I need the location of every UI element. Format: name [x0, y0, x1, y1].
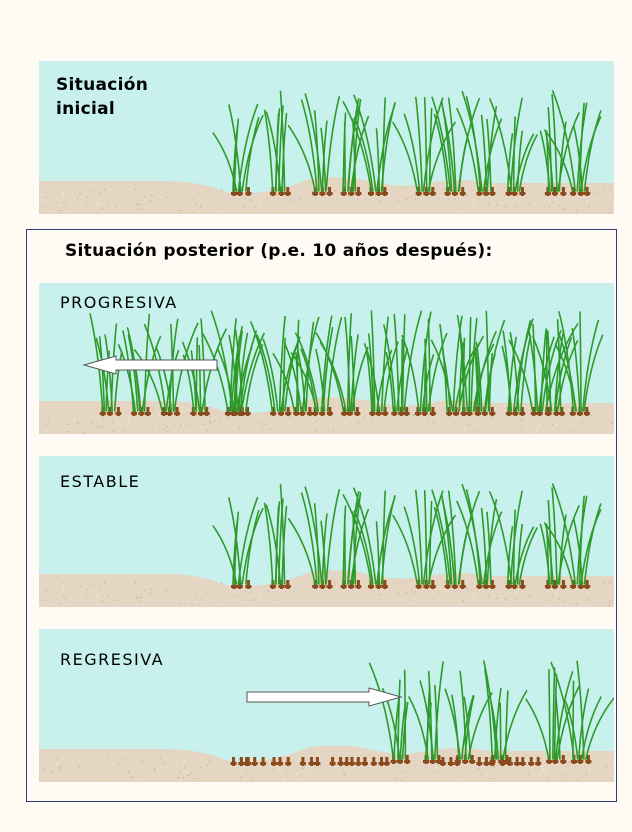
sand-ground — [39, 745, 614, 782]
grass-tuft — [551, 661, 614, 764]
grass-tuft — [502, 319, 533, 416]
grass-tuft — [490, 491, 537, 589]
grass-tuft — [484, 661, 527, 764]
grass-tuft — [265, 91, 291, 196]
dead-stubble — [271, 757, 291, 766]
grass-tuft — [475, 311, 505, 416]
regresiva-label: REGRESIVA — [60, 650, 164, 669]
grass-tuft — [370, 663, 411, 764]
posterior-title: Situación posterior (p.e. 10 años despué… — [65, 241, 493, 261]
estable-label: ESTABLE — [60, 472, 140, 491]
dead-stubble — [371, 757, 390, 766]
dead-stubble — [520, 757, 541, 766]
dead-stubble — [349, 757, 368, 766]
progresiva-label: PROGRESIVA — [60, 293, 178, 312]
grass-tuft — [526, 668, 580, 764]
grass-tuft — [490, 98, 537, 196]
dead-stubble — [330, 757, 350, 766]
grass-tuft — [409, 662, 443, 764]
grass-tuft — [213, 105, 263, 196]
grass-tuft — [265, 484, 291, 589]
sand-ground — [39, 397, 614, 434]
right-arrow — [247, 688, 401, 706]
dead-stubble — [300, 757, 321, 766]
grass-tuft — [213, 498, 263, 589]
initial-label: Situación inicial — [56, 73, 148, 121]
dead-stubble — [245, 757, 266, 766]
grass-tuft — [384, 311, 421, 416]
